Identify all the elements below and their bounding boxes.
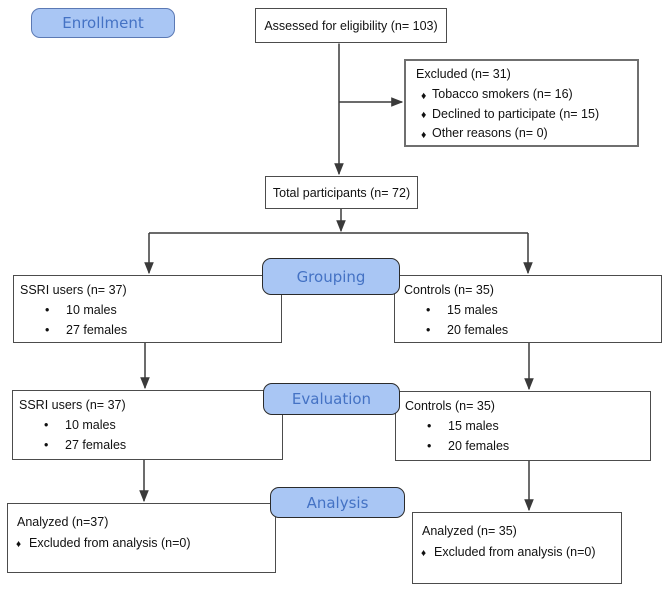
group-title: SSRI users (n= 37)	[19, 398, 126, 412]
list-item: Other reasons (n= 0)	[406, 124, 637, 144]
excluded-title: Excluded (n= 31)	[416, 67, 511, 81]
total-title: Total participants (n= 72)	[272, 185, 411, 200]
list-item: Declined to participate (n= 15)	[406, 105, 637, 125]
evaluation-controls-box: Controls (n= 35) 15 males 20 females	[395, 391, 651, 461]
group-title: Controls (n= 35)	[405, 399, 495, 413]
group-list: 10 males 27 females	[14, 301, 281, 340]
list-item: 10 males	[13, 416, 282, 436]
stage-label-evaluation: Evaluation	[263, 383, 400, 415]
list-item: Tobacco smokers (n= 16)	[406, 85, 637, 105]
group-title: Controls (n= 35)	[404, 283, 494, 297]
total-participants-box: Total participants (n= 72)	[265, 176, 418, 209]
analyzed-title: Analyzed (n= 35)	[422, 524, 517, 538]
stage-label-text: Enrollment	[62, 14, 144, 32]
list-item: 20 females	[396, 437, 650, 457]
stage-label-analysis: Analysis	[270, 487, 405, 518]
evaluation-ssri-box: SSRI users (n= 37) 10 males 27 females	[12, 390, 283, 460]
list-item: 27 females	[14, 321, 281, 341]
excluded-list: Tobacco smokers (n= 16) Declined to part…	[406, 85, 637, 144]
assessed-title: Assessed for eligibility (n= 103)	[264, 18, 438, 33]
stage-label-text: Evaluation	[291, 390, 372, 408]
analyzed-title: Analyzed (n=37)	[17, 515, 109, 529]
list-item: 27 females	[13, 436, 282, 456]
stage-label-text: Analysis	[306, 493, 369, 512]
list-item: 20 females	[395, 321, 661, 341]
grouping-ssri-box: SSRI users (n= 37) 10 males 27 females	[13, 275, 282, 343]
assessed-box: Assessed for eligibility (n= 103)	[255, 8, 447, 43]
grouping-controls-box: Controls (n= 35) 15 males 20 females	[394, 275, 662, 343]
analyzed-ssri-box: Analyzed (n=37) Excluded from analysis (…	[7, 503, 276, 573]
group-list: 15 males 20 females	[395, 301, 661, 340]
group-title: SSRI users (n= 37)	[20, 283, 127, 297]
list-item: 15 males	[395, 301, 661, 321]
analyzed-controls-box: Analyzed (n= 35) Excluded from analysis …	[412, 512, 622, 584]
stage-label-text: Grouping	[296, 267, 366, 286]
list-item: Excluded from analysis (n=0)	[8, 533, 275, 555]
stage-label-enrollment: Enrollment	[31, 8, 175, 38]
analyzed-list: Excluded from analysis (n=0)	[8, 533, 275, 555]
excluded-box: Excluded (n= 31) Tobacco smokers (n= 16)…	[404, 59, 639, 147]
list-item: 10 males	[14, 301, 281, 321]
list-item: 15 males	[396, 417, 650, 437]
analyzed-list: Excluded from analysis (n=0)	[413, 542, 621, 564]
group-list: 10 males 27 females	[13, 416, 282, 455]
list-item: Excluded from analysis (n=0)	[413, 542, 621, 564]
stage-label-grouping: Grouping	[262, 258, 400, 295]
group-list: 15 males 20 females	[396, 417, 650, 456]
